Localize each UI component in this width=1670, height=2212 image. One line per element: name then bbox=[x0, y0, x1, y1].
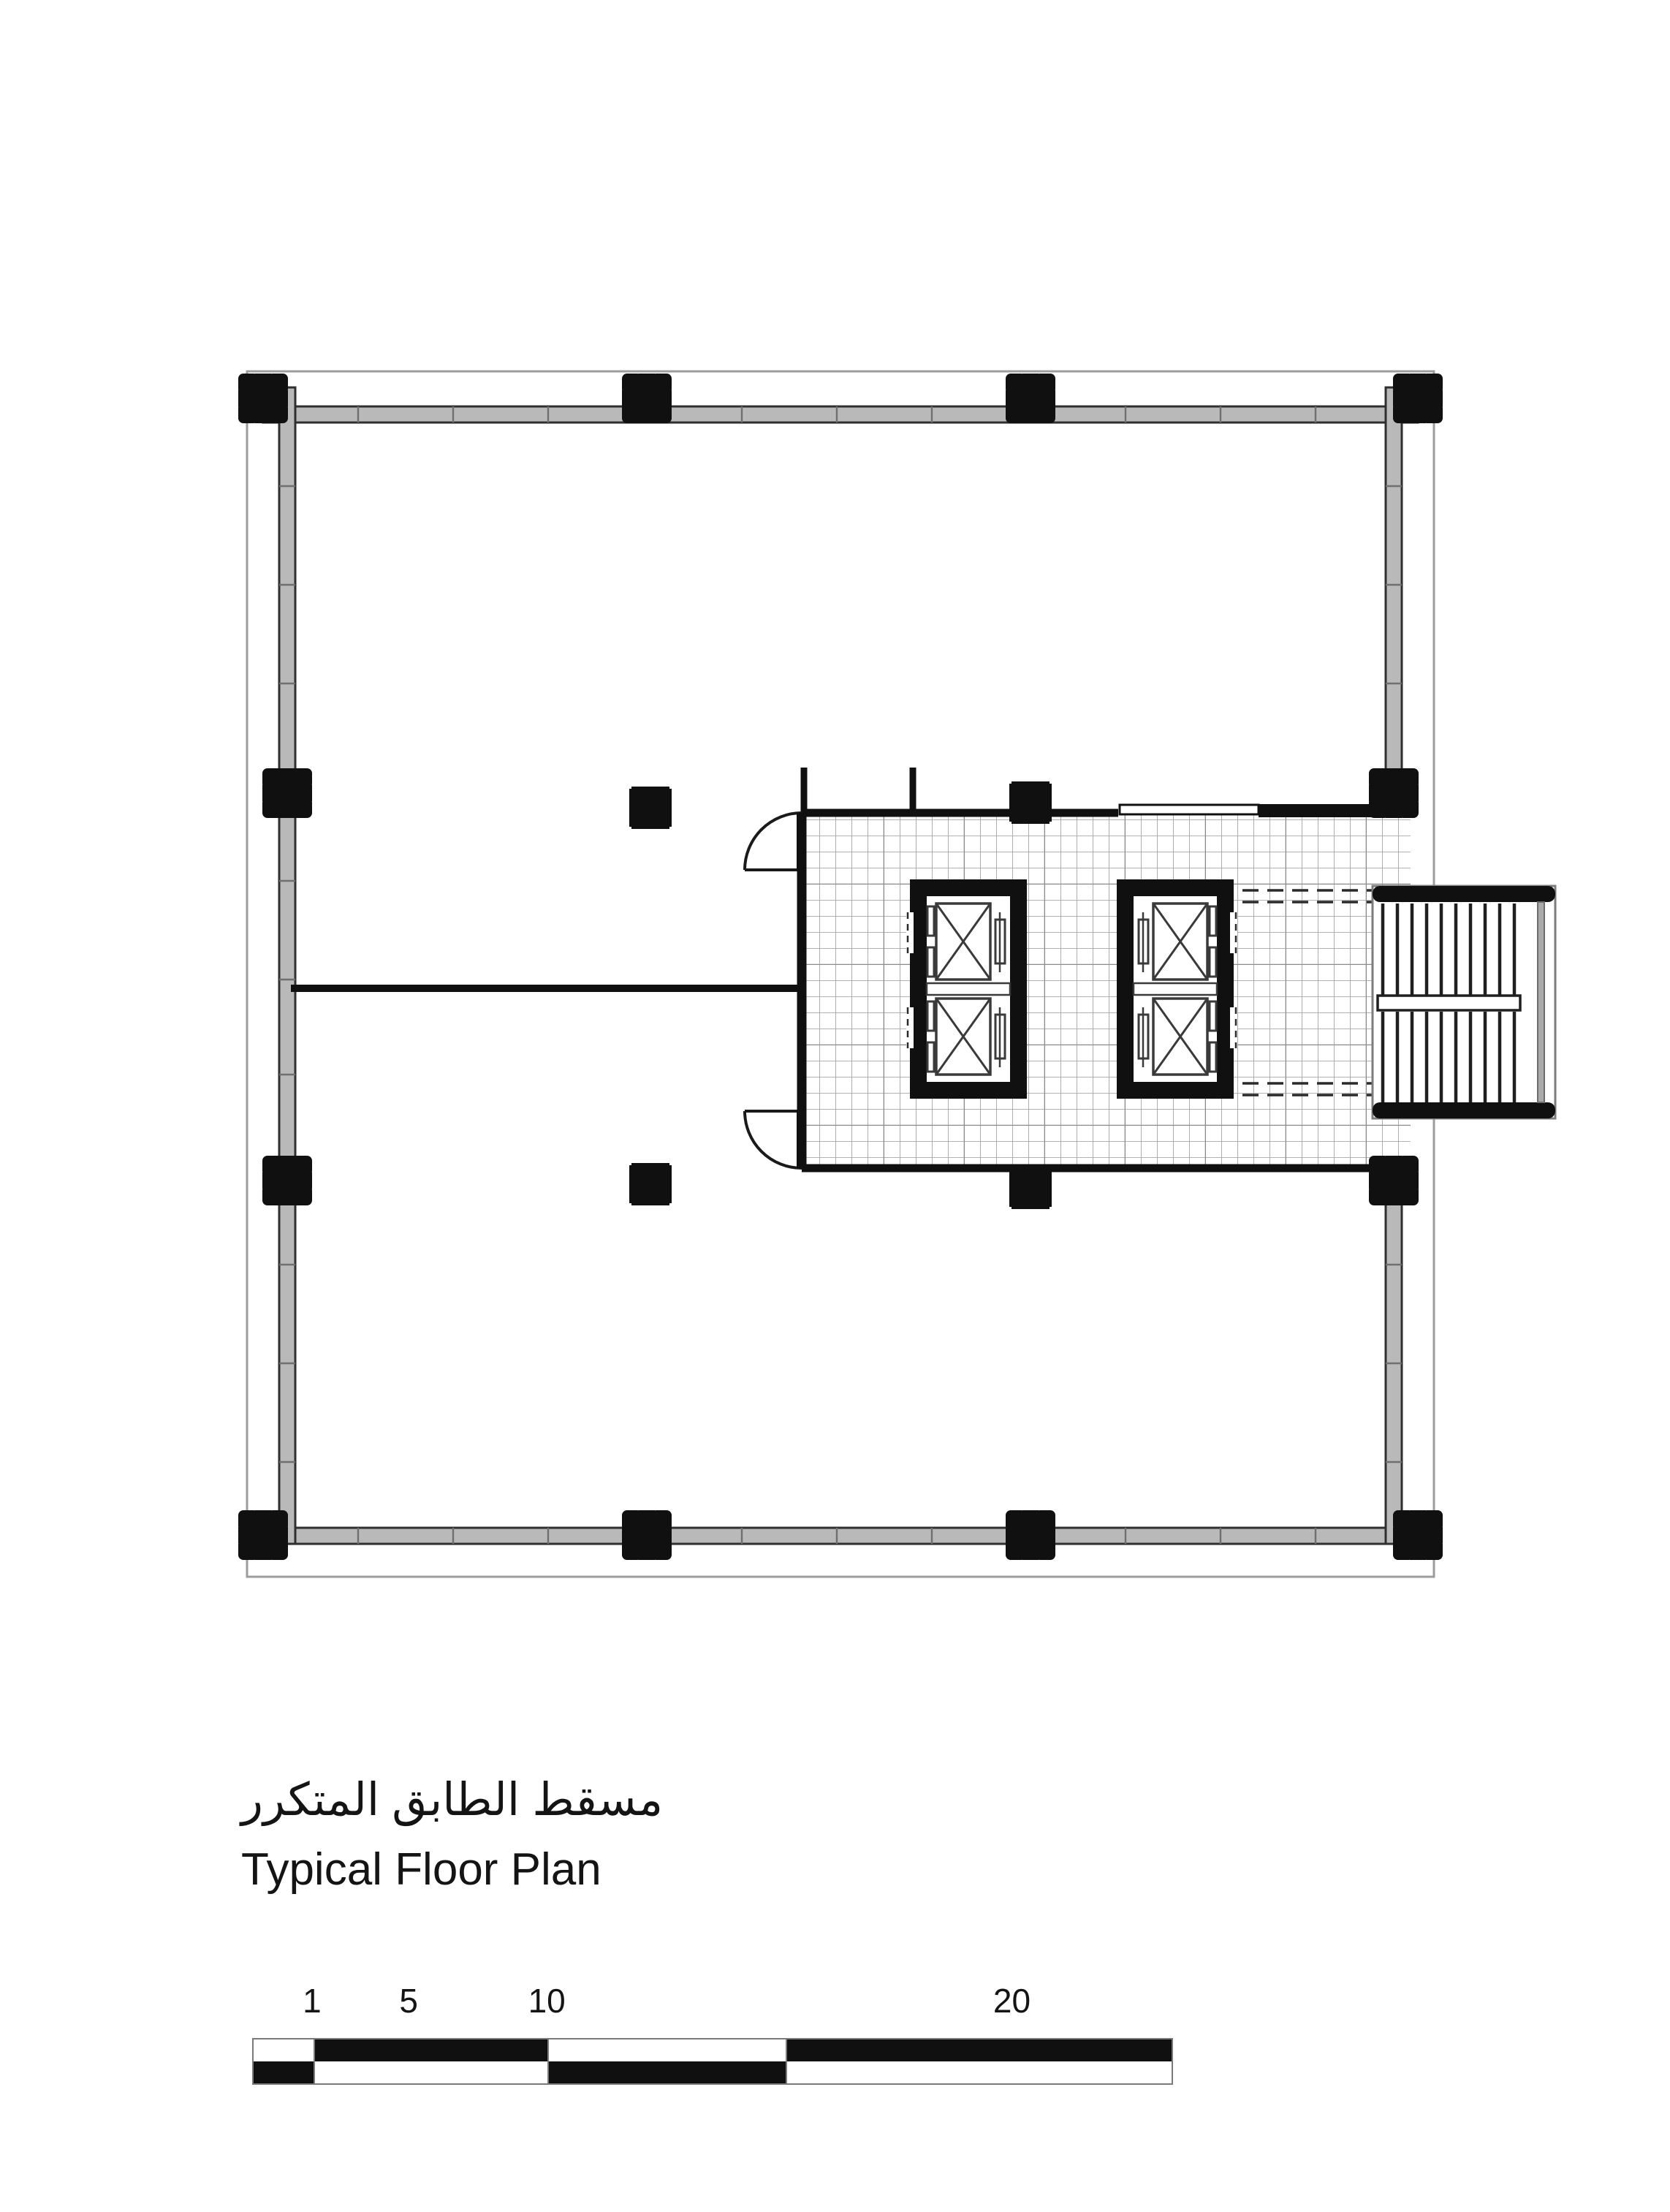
elevator-cab bbox=[926, 902, 1006, 981]
elevator-door-leaf bbox=[1208, 1041, 1218, 1073]
scale-bar bbox=[252, 2038, 1173, 2085]
caption-arabic: مسقط الطابق المتكرر bbox=[241, 1775, 664, 1825]
scale-divider bbox=[547, 2039, 549, 2083]
structural-column bbox=[629, 787, 672, 829]
elevator-door-leaf bbox=[1208, 946, 1218, 978]
structural-column bbox=[1393, 1510, 1443, 1560]
scale-segment bbox=[786, 2039, 1172, 2061]
elevator-door-leaf bbox=[1208, 905, 1218, 937]
scale-tick-10: 10 bbox=[528, 1982, 566, 2020]
scale-divider bbox=[786, 2039, 788, 2083]
door-swing-upper bbox=[743, 811, 805, 871]
structural-column bbox=[1369, 768, 1419, 818]
scale-tick-labels: 1 5 10 20 bbox=[252, 1981, 1173, 2026]
elevator-door-leaf bbox=[926, 905, 935, 937]
scale-segment bbox=[786, 2061, 1172, 2083]
elevator-door-leaf bbox=[1208, 1000, 1218, 1032]
elevator-cab bbox=[1137, 997, 1218, 1076]
plan-caption: مسقط الطابق المتكرر Typical Floor Plan bbox=[241, 1776, 1411, 1893]
service-core bbox=[797, 808, 1411, 1173]
structural-column bbox=[1009, 1167, 1052, 1209]
elevator-cab bbox=[926, 997, 1006, 1076]
structural-column bbox=[1393, 374, 1443, 423]
graphic-scale: 1 5 10 20 bbox=[252, 1981, 1188, 2085]
elevator-bank-east bbox=[1117, 879, 1237, 1099]
structural-column bbox=[238, 1510, 288, 1560]
curtain-wall-west bbox=[278, 386, 297, 1545]
stair-wall-south bbox=[1373, 1102, 1555, 1118]
scale-segment bbox=[254, 2039, 314, 2061]
scale-segment bbox=[313, 2039, 547, 2061]
structural-column bbox=[1009, 781, 1052, 824]
stair-wall-north bbox=[1373, 886, 1555, 902]
stair-treads-lower bbox=[1381, 1012, 1517, 1102]
stair-treads-upper bbox=[1381, 904, 1517, 999]
curtain-wall-assembly bbox=[262, 386, 1419, 1545]
curtain-wall-north bbox=[262, 405, 1419, 424]
elevator-cab bbox=[1137, 902, 1218, 981]
scale-tick-5: 5 bbox=[399, 1982, 418, 2020]
core-opening bbox=[1118, 803, 1260, 816]
structural-column bbox=[1369, 1156, 1419, 1205]
structural-column bbox=[262, 768, 312, 818]
door-swing-lower bbox=[743, 1110, 805, 1170]
scale-segment bbox=[254, 2061, 314, 2083]
scale-segment bbox=[547, 2061, 786, 2083]
scale-row-bottom bbox=[254, 2061, 1172, 2083]
core-wall-north-right bbox=[1259, 804, 1377, 817]
scale-tick-1: 1 bbox=[303, 1982, 322, 2020]
elevator-bank-west bbox=[906, 879, 1027, 1099]
structural-column bbox=[238, 374, 288, 423]
structural-column bbox=[1006, 374, 1055, 423]
scale-row-top bbox=[254, 2039, 1172, 2061]
core-north-elements bbox=[800, 768, 1392, 817]
elevator-door-leaf bbox=[926, 1041, 935, 1073]
structural-column bbox=[629, 1163, 672, 1205]
structural-column bbox=[622, 374, 672, 423]
elevator-door-leaf bbox=[926, 1000, 935, 1032]
scale-tick-20: 20 bbox=[992, 1982, 1031, 2020]
structural-column bbox=[262, 1156, 312, 1205]
structural-column bbox=[1006, 1510, 1055, 1560]
caption-english: Typical Floor Plan bbox=[241, 1844, 601, 1895]
scale-divider bbox=[313, 2039, 315, 2083]
curtain-wall-south bbox=[262, 1526, 1419, 1545]
stair-landing bbox=[1376, 994, 1522, 1012]
scale-segment bbox=[313, 2061, 547, 2083]
scale-segment bbox=[547, 2039, 786, 2061]
elevator-door-leaf bbox=[926, 946, 935, 978]
stair-run bbox=[1371, 885, 1557, 1120]
structural-column bbox=[622, 1510, 672, 1560]
